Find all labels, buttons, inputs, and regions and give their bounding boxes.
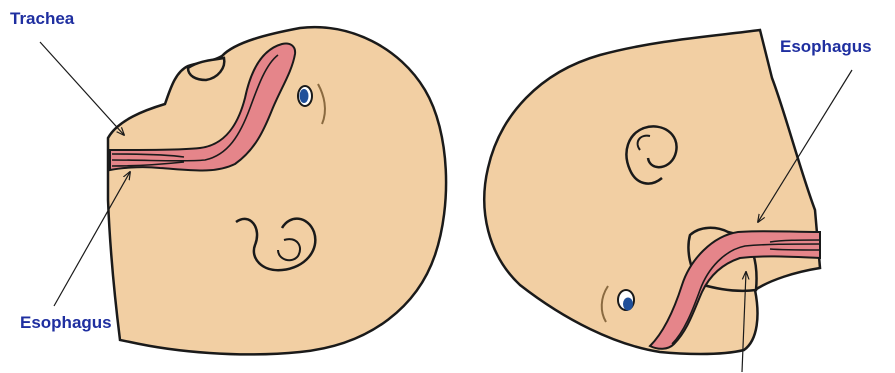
- pointer-left-trachea: [40, 42, 124, 135]
- left-eye-iris: [300, 89, 309, 103]
- right-eye-iris: [623, 298, 633, 311]
- right-head-skin: [484, 30, 820, 354]
- label-left-trachea: Trachea: [10, 9, 74, 29]
- label-left-esophagus: Esophagus: [20, 313, 112, 333]
- right-head: [484, 30, 820, 354]
- label-right-esophagus: Esophagus: [780, 37, 872, 57]
- left-head: [108, 27, 446, 354]
